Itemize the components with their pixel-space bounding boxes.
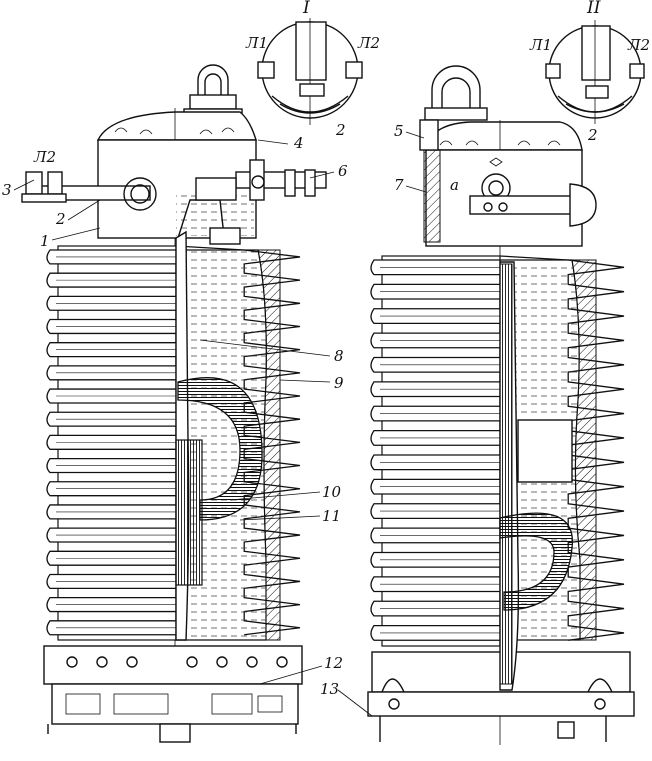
head-tank-right <box>419 119 597 247</box>
inset-I-roman: I <box>302 0 310 18</box>
inset-II-roman: II <box>586 0 601 18</box>
porcelain-right <box>370 255 625 647</box>
callout-10: 10 <box>322 483 342 501</box>
base-left <box>43 645 303 743</box>
inset-II-label-2: 2 <box>587 126 598 144</box>
callout-9: 9 <box>334 374 344 392</box>
callout-11: 11 <box>322 507 341 525</box>
callout-5: 5 <box>394 122 404 140</box>
inset-I-label-2: 2 <box>335 121 346 139</box>
inset-II-label-L2: Л2 <box>627 36 650 54</box>
callout-8: 8 <box>334 347 344 365</box>
callout-7: 7 <box>394 176 404 194</box>
head-tank-left <box>21 139 327 245</box>
callout-3: 3 <box>2 181 12 199</box>
callout-13: 13 <box>320 680 339 698</box>
left-view <box>21 64 327 743</box>
callout-1: 1 <box>40 232 50 250</box>
callout-2: 2 <box>55 210 66 228</box>
porcelain-left <box>46 245 301 641</box>
callout-a: a <box>450 176 459 194</box>
callout-L2: Л2 <box>33 148 56 166</box>
lifting-eye-right <box>424 65 488 121</box>
section-left <box>175 230 281 641</box>
callouts: 3 Л2 2 1 4 6 8 9 10 11 12 13 5 7 a <box>2 122 459 717</box>
inset-II: II Л1 Л2 2 <box>529 0 650 144</box>
inset-I-label-L1: Л1 <box>245 34 268 52</box>
inset-I: I Л1 Л2 2 <box>245 0 380 139</box>
section-right <box>499 259 597 691</box>
inset-I-label-L2: Л2 <box>357 34 380 52</box>
callout-4: 4 <box>293 134 304 152</box>
callout-12: 12 <box>324 654 343 672</box>
right-view <box>367 65 635 745</box>
callout-6: 6 <box>338 162 348 180</box>
lifting-eye-left <box>183 64 243 118</box>
inset-II-label-L1: Л1 <box>529 36 552 54</box>
